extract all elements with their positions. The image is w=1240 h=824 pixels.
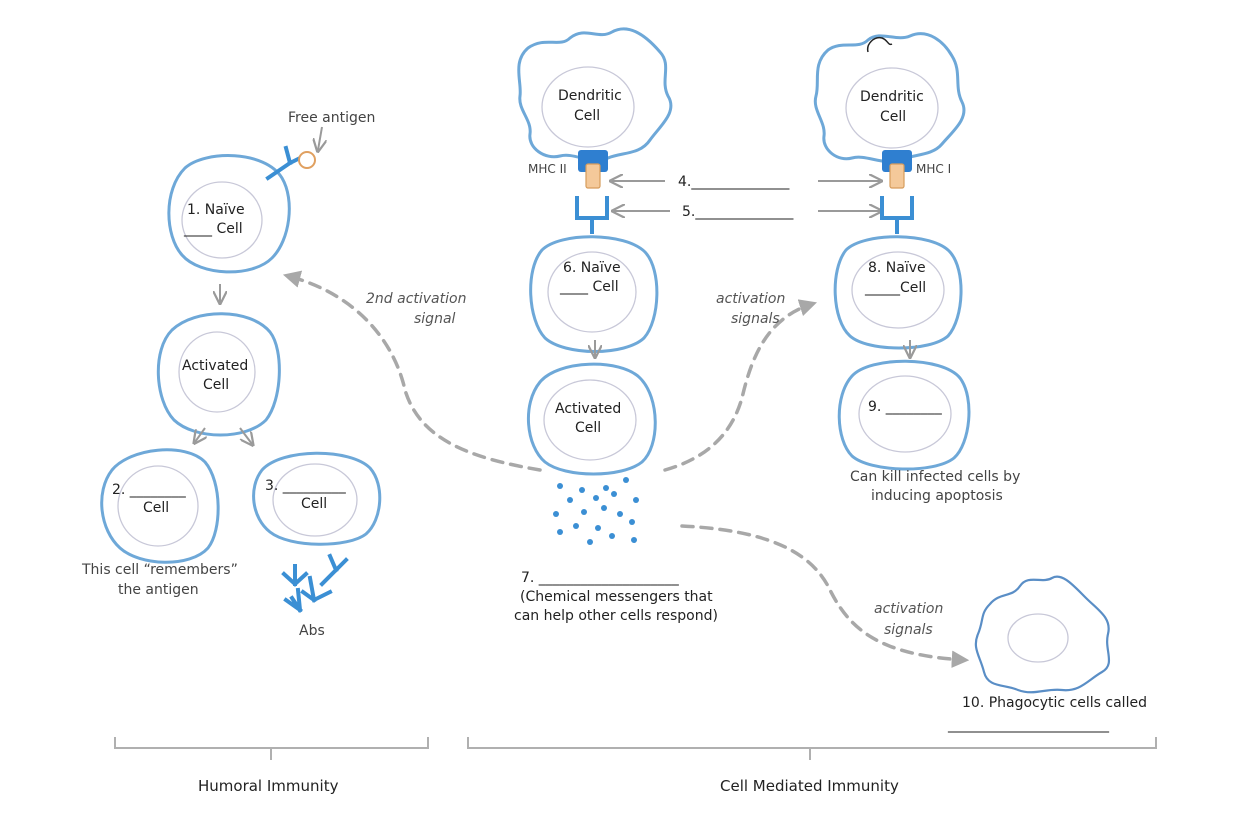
mhc-i-icon bbox=[882, 150, 912, 189]
cell-mediated-label: Cell Mediated Immunity bbox=[720, 777, 899, 795]
free-antigen-label: Free antigen bbox=[288, 110, 375, 126]
cytotoxic-t-cell: 9. ________ bbox=[837, 359, 971, 471]
item4-label: 4.______________ bbox=[678, 174, 790, 190]
dendritic-right-label: Dendritic bbox=[860, 89, 924, 105]
item10-line2: _______________________ bbox=[947, 717, 1110, 733]
cell6-line1: 6. Naïve bbox=[563, 260, 621, 276]
naive-cytotoxic-t-cell: 8. Naïve _____Cell bbox=[833, 235, 963, 350]
antigen-icon bbox=[298, 151, 316, 169]
activated-t-label: Activated bbox=[555, 401, 621, 417]
plasma-cell: 3. _________ Cell bbox=[252, 451, 382, 546]
tcr-right-icon bbox=[880, 196, 914, 234]
activation-bottom-line1: activation bbox=[874, 601, 943, 617]
cell2-label: 2. ________ bbox=[112, 482, 187, 498]
antibodies-icon bbox=[281, 553, 349, 613]
dendritic-cell-left: Dendritic Cell bbox=[517, 27, 673, 162]
mhc-i-label: MHC I bbox=[916, 162, 951, 176]
naive-b-cell: 1. Naïve ____ Cell bbox=[167, 154, 291, 274]
b-cell-receptor-icon bbox=[265, 145, 316, 181]
tcr-left-icon bbox=[575, 196, 609, 234]
dendritic-right-cell-word: Cell bbox=[880, 109, 906, 125]
item7-line3: can help other cells respond) bbox=[514, 608, 718, 624]
activation-signals-arrow-top bbox=[663, 299, 818, 472]
arrow-to-cell3 bbox=[239, 427, 252, 444]
antigen-arrow bbox=[318, 126, 322, 150]
cell6-line2: ____ Cell bbox=[559, 279, 619, 295]
dendritic-left-cell-word: Cell bbox=[574, 108, 600, 124]
arrow-to-cell2 bbox=[195, 427, 205, 442]
remembers-line1: This cell “remembers” bbox=[81, 562, 238, 578]
memory-b-cell: 2. ________ Cell bbox=[100, 448, 220, 564]
remembers-line2: the antigen bbox=[118, 582, 199, 598]
second-signal-line1: 2nd activation bbox=[366, 291, 466, 307]
cell2-cell-word: Cell bbox=[143, 500, 169, 516]
activated-b-cell-word: Cell bbox=[203, 377, 229, 393]
cell1-line2: ____ Cell bbox=[183, 221, 243, 237]
item5-label: 5.______________ bbox=[682, 204, 794, 220]
phagocyte-cell bbox=[974, 575, 1111, 694]
mhc-ii-label: MHC II bbox=[528, 162, 567, 176]
activation-bottom-line2: signals bbox=[884, 622, 933, 638]
second-signal-line2: signal bbox=[414, 311, 456, 327]
humoral-bracket bbox=[114, 737, 429, 760]
activated-t-cell-word: Cell bbox=[575, 420, 601, 436]
dendritic-left-label: Dendritic bbox=[558, 88, 622, 104]
cell-mediated-bracket bbox=[467, 737, 1157, 760]
humoral-label: Humoral Immunity bbox=[198, 777, 339, 795]
cell1-line1: 1. Naïve bbox=[187, 202, 245, 218]
item7-line2: (Chemical messengers that bbox=[520, 589, 713, 605]
abs-label: Abs bbox=[299, 623, 325, 639]
item7-line1: 7. ____________________ bbox=[521, 570, 680, 586]
cell3-label: 3. _________ bbox=[265, 478, 347, 494]
cell8-line1: 8. Naïve bbox=[868, 260, 926, 276]
mhc-ii-icon bbox=[578, 150, 608, 189]
naive-helper-t-cell: 6. Naïve ____ Cell bbox=[529, 235, 659, 353]
activation-signals-arrow-bottom bbox=[680, 524, 970, 669]
kill-line2: inducing apoptosis bbox=[871, 488, 1003, 504]
activation-top-line1: activation bbox=[716, 291, 785, 307]
activation-top-line2: signals bbox=[731, 311, 780, 327]
activated-b-label: Activated bbox=[182, 358, 248, 374]
cell9-label: 9. ________ bbox=[868, 399, 943, 415]
activated-b-cell: Activated Cell bbox=[156, 312, 281, 437]
cell8-line2: _____Cell bbox=[864, 280, 926, 296]
cytokine-dots-icon bbox=[553, 477, 639, 545]
cell3-cell-word: Cell bbox=[301, 496, 327, 512]
dendritic-cell-right: Dendritic Cell bbox=[813, 32, 966, 164]
kill-line1: Can kill infected cells by bbox=[850, 469, 1020, 485]
second-activation-signal-arrow bbox=[282, 270, 542, 472]
item10-line1: 10. Phagocytic cells called bbox=[962, 695, 1147, 711]
activated-t-cell: Activated Cell bbox=[527, 362, 657, 476]
